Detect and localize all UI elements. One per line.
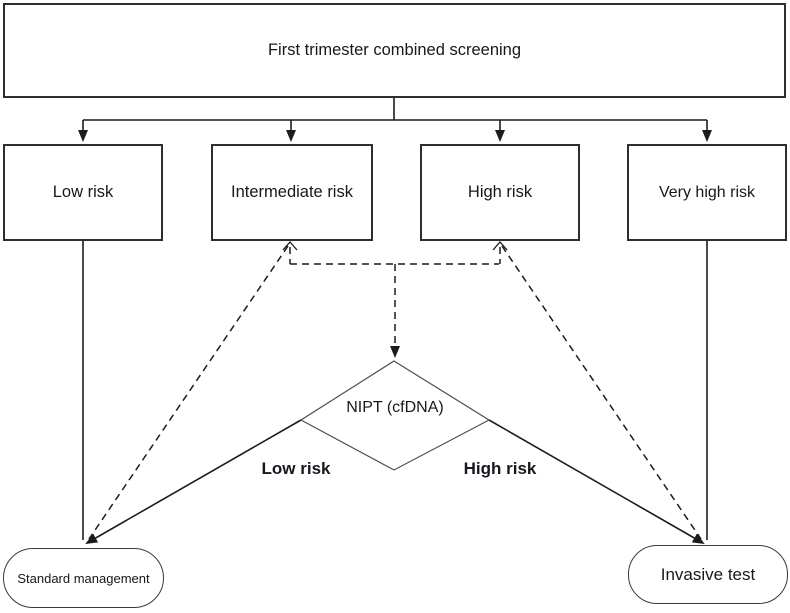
- nipt-low-to-standard-arrow: [85, 419, 302, 544]
- dashed-intermediate-to-standard: [88, 245, 289, 540]
- first-trimester-screening-label: First trimester combined screening: [267, 41, 522, 59]
- nipt-high-to-invasive-arrow: [488, 419, 705, 544]
- dashed-high-risk-to-invasive: [501, 245, 702, 540]
- standard-management-node: Standard management: [3, 548, 164, 608]
- open-arrowhead-into-high-risk: [492, 241, 508, 251]
- low-risk-label: Low risk: [52, 183, 114, 201]
- nipt-decision-label: NIPT (cfDNA): [346, 399, 444, 416]
- branch-high-risk-label: High risk: [463, 459, 537, 478]
- high-risk-label: High risk: [467, 183, 533, 201]
- high-risk-box: High risk: [420, 144, 580, 241]
- very-high-risk-box: Very high risk: [627, 144, 787, 241]
- first-trimester-screening-box: First trimester combined screening: [3, 3, 786, 98]
- standard-management-label: Standard management: [17, 570, 150, 586]
- invasive-test-label: Invasive test: [660, 564, 756, 584]
- open-arrowhead-into-intermediate: [282, 241, 298, 251]
- intermediate-risk-box: Intermediate risk: [211, 144, 373, 241]
- invasive-test-node: Invasive test: [628, 545, 788, 604]
- very-high-risk-label: Very high risk: [658, 183, 756, 201]
- branch-low-risk-label: Low risk: [261, 459, 331, 478]
- intermediate-risk-label: Intermediate risk: [231, 183, 353, 201]
- low-risk-box: Low risk: [3, 144, 163, 241]
